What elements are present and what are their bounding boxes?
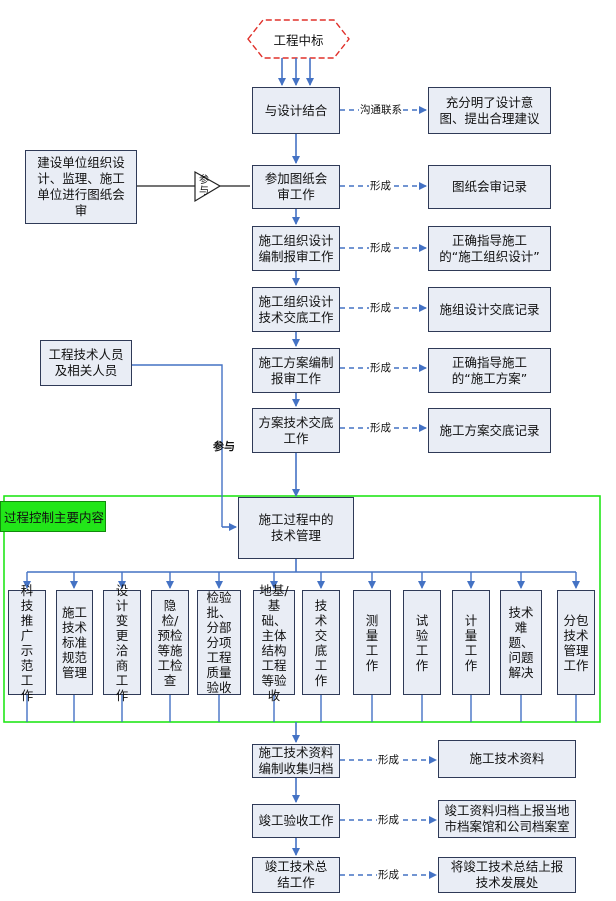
final-result-box: 施工技术资料 [438, 740, 576, 778]
sub-item-box: 隐检/预检等施工检查 [151, 590, 189, 695]
start-label: 工程中标 [273, 32, 324, 48]
step-box: 与设计结合 [252, 87, 340, 134]
result-box: 正确指导施工的“施工方案” [428, 348, 551, 393]
relation-label: 形成 [369, 362, 392, 374]
step-box: 施工组织设计编制报审工作 [252, 226, 340, 271]
section-outline [3, 495, 601, 723]
sub-item-box: 分包技术管理工作 [557, 590, 595, 695]
sub-item-box: 地基/基础、主体结构工程等验收 [253, 583, 295, 703]
step-box: 方案技术交底工作 [252, 408, 340, 453]
relation-label: 形成 [377, 814, 400, 826]
sub-item-box: 科技推广示范工作 [8, 583, 46, 703]
start-node: 工程中标 [248, 20, 349, 58]
relation-label: 形成 [369, 242, 392, 254]
start-hexagon-shape [247, 19, 350, 59]
result-box: 施工方案交底记录 [428, 408, 551, 453]
final-step-box: 竣工技术总结工作 [252, 857, 340, 893]
sub-item-box: 技术难题、问题解决 [500, 590, 542, 695]
step-box: 施工方案编制报审工作 [252, 348, 340, 393]
result-box: 施组设计交底记录 [428, 287, 551, 332]
sub-item-box: 设计变更洽商工作 [103, 583, 141, 703]
result-box: 图纸会审记录 [428, 165, 551, 209]
sub-item-box: 计量工作 [452, 590, 490, 695]
relation-label: 沟通联系 [359, 104, 403, 116]
relation-label: 形成 [369, 422, 392, 434]
result-box: 充分明了设计意图、提出合理建议 [428, 87, 551, 134]
final-result-box: 竣工资料归档上报当地市档案馆和公司档案室 [438, 800, 576, 838]
final-step-box: 竣工验收工作 [252, 804, 340, 838]
relation-label: 形成 [377, 754, 400, 766]
sub-item-box: 技术交底工作 [302, 590, 340, 695]
process-center-box: 施工过程中的技术管理 [238, 497, 354, 559]
sub-item-box: 施工技术标准规范管理 [56, 590, 93, 695]
input-drawing-review-box: 建设单位组织设计、监理、施工单位进行图纸会审 [25, 150, 137, 224]
final-result-box: 将竣工技术总结上报技术发展处 [438, 857, 576, 893]
participate-triangle-shape [194, 170, 222, 203]
final-step-box: 施工技术资料编制收集归档 [252, 744, 340, 778]
sub-item-box: 试验工作 [403, 590, 441, 695]
result-box: 正确指导施工的“施工组织设计” [428, 226, 551, 271]
participants-box: 工程技术人员及相关人员 [40, 340, 132, 386]
section-tag: 过程控制主要内容 [0, 501, 106, 532]
sub-item-box: 测量工作 [353, 590, 391, 695]
relation-label: 形成 [369, 302, 392, 314]
participate-label: 参与 [213, 440, 235, 453]
triangle-label: 参与 [199, 175, 209, 197]
step-box: 参加图纸会审工作 [252, 165, 340, 209]
sub-item-box: 检验批、分部分项工程质量验收 [197, 590, 241, 695]
step-box: 施工组织设计技术交底工作 [252, 287, 340, 332]
relation-label: 形成 [377, 869, 400, 881]
relation-label: 形成 [369, 180, 392, 192]
